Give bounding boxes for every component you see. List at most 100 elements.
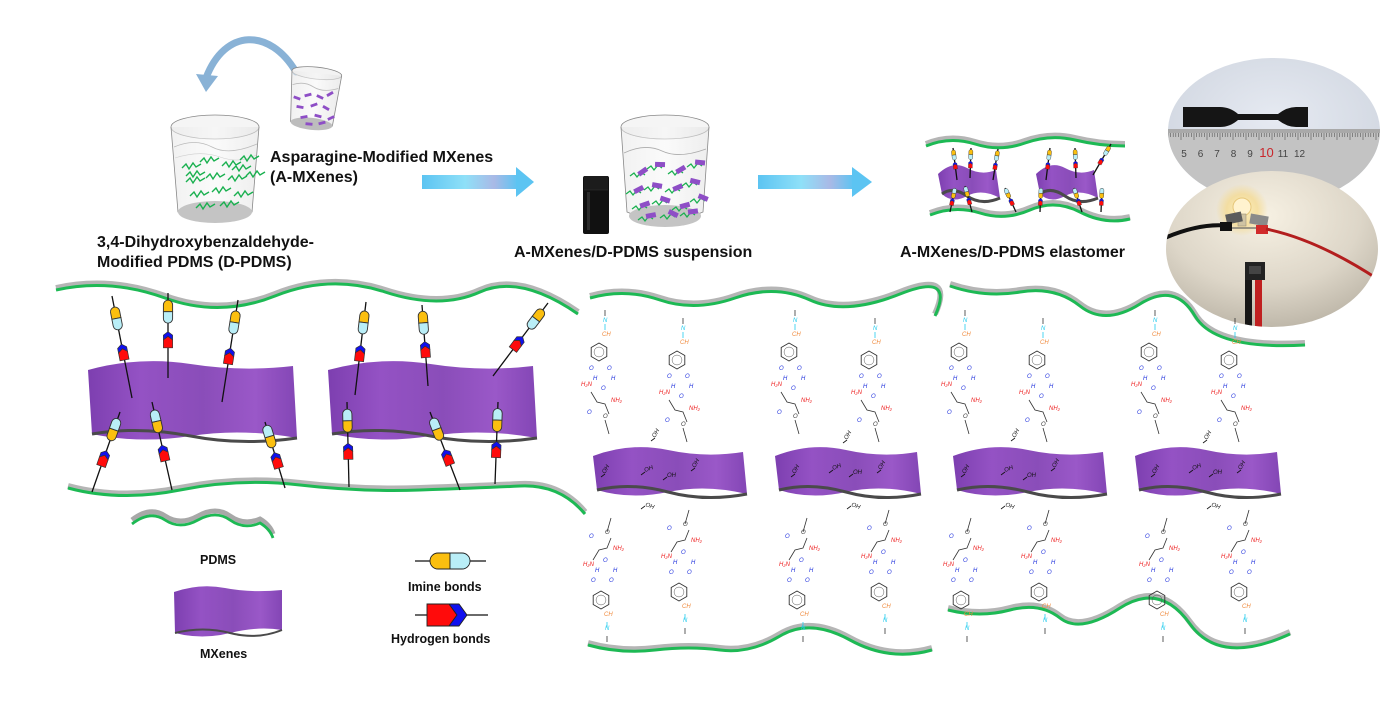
imine-nitrogen: N xyxy=(1043,618,1048,624)
hydrogen-label: H xyxy=(1241,384,1246,390)
ruler-tick-label: 5 xyxy=(1181,149,1187,160)
imine-nitrogen: N xyxy=(1041,326,1046,332)
hydroxyl-label: OH xyxy=(644,502,655,511)
hydrogen-bond-icon xyxy=(1007,197,1015,207)
imine-bond-icon xyxy=(993,150,1000,162)
ester-oxygen: O xyxy=(793,414,798,420)
mxene-flake xyxy=(672,183,684,192)
amine-label: NH₂ xyxy=(1051,538,1063,544)
ruler-tick-label: 9 xyxy=(1247,149,1253,160)
imine-bond-icon xyxy=(162,299,174,324)
mxene-flake xyxy=(326,91,334,97)
crosslink xyxy=(162,293,174,378)
mxene-flake xyxy=(314,113,322,119)
imine-bond-icon xyxy=(1099,188,1105,199)
imine-nitrogen: N xyxy=(681,326,686,332)
hydroxyl-bond xyxy=(640,505,646,510)
amxenes-label-line2: (A-MXenes) xyxy=(270,169,359,186)
imine-bond-icon xyxy=(227,309,242,335)
imine-bond-icon xyxy=(1003,187,1012,199)
hydrogen-bond-icon xyxy=(1073,160,1078,169)
oxygen-label: O xyxy=(1045,374,1050,380)
crosslink xyxy=(949,187,958,213)
oxygen-label: O xyxy=(805,578,810,584)
pdms-chain xyxy=(245,169,266,179)
amxenes-label-line1: Asparagine-Modified MXenes xyxy=(270,149,494,166)
hydrogen-label: H xyxy=(809,568,814,574)
pdms-chain-top xyxy=(949,281,1306,348)
pdms-chain xyxy=(211,185,232,195)
imine-methine: CH xyxy=(602,332,611,338)
mxene-flake xyxy=(654,161,666,168)
hydrogen-bond-icon xyxy=(1045,161,1051,170)
crosslink xyxy=(1072,187,1083,213)
crosslink xyxy=(492,302,549,377)
oxygen-label: O xyxy=(609,578,614,584)
oxygen-label: O xyxy=(591,578,596,584)
hydrogen-bond-icon xyxy=(419,340,431,359)
mxene-flake xyxy=(305,122,313,126)
hydrogen-label: H xyxy=(691,560,696,566)
benzene-ring xyxy=(670,582,688,602)
hydrogen-label: H xyxy=(613,568,618,574)
imine-methine: CH xyxy=(682,604,691,610)
hydrogen-bond-icon xyxy=(354,344,366,363)
ester-oxygen: O xyxy=(867,526,872,532)
pdms-chain-bottom xyxy=(928,200,1131,223)
oxygen-label: O xyxy=(1027,374,1032,380)
hydrogen-label: H xyxy=(611,376,616,382)
hydroxyl-bond xyxy=(1236,469,1242,474)
process-arrow-2 xyxy=(758,167,872,197)
elastomer-label: A-MXenes/D-PDMS elastomer xyxy=(900,244,1125,261)
legend-mxenes-sheet xyxy=(174,586,283,637)
hydroxyl-bond xyxy=(828,469,834,474)
mxene-flake xyxy=(645,212,657,219)
oxygen-label: O xyxy=(779,366,784,372)
benzene-ring xyxy=(950,342,968,362)
hydroxyl-label: OH xyxy=(1213,470,1223,476)
amine-label: H₂N xyxy=(943,562,955,568)
hydroxyl-label: OH xyxy=(1004,502,1015,511)
pdms-chain-bottom xyxy=(587,622,933,656)
carbonyl-oxygen: O xyxy=(1241,550,1246,556)
hydroxyl-bond xyxy=(1202,439,1208,444)
legend-mxenes-label: MXenes xyxy=(200,647,248,661)
pdms-chain-top xyxy=(589,281,944,317)
imine-methine: CH xyxy=(1040,340,1049,346)
amine-label: H₂N xyxy=(861,554,873,560)
hydrogen-label: H xyxy=(801,376,806,382)
pdms-chain xyxy=(219,199,240,209)
pdms-chain-top xyxy=(55,278,580,316)
mxene-flake xyxy=(293,95,301,101)
oxygen-label: O xyxy=(687,570,692,576)
imine-nitrogen: N xyxy=(965,626,970,632)
crosslink xyxy=(221,299,242,403)
amine-label: NH₂ xyxy=(1169,546,1181,552)
amine-label: H₂N xyxy=(771,382,783,388)
imine-nitrogen: N xyxy=(1243,618,1248,624)
ester-oxygen: O xyxy=(949,534,954,540)
hydrogen-label: H xyxy=(783,376,788,382)
ester-oxygen: O xyxy=(1153,414,1158,420)
imine-bond-icon xyxy=(357,310,370,335)
amine-label: NH₂ xyxy=(809,546,821,552)
hydrogen-bond-icon xyxy=(343,442,354,460)
hydrogen-bond-icon xyxy=(952,161,958,170)
hydrogen-label: H xyxy=(955,568,960,574)
imine-nitrogen: N xyxy=(963,318,968,324)
ester-oxygen: O xyxy=(1217,418,1222,424)
legend-imine-label: Imine bonds xyxy=(408,580,482,594)
imine-methine: CH xyxy=(872,340,881,346)
carbonyl-oxygen: O xyxy=(963,558,968,564)
mxene-flake xyxy=(633,185,645,195)
benzene-ring xyxy=(1030,582,1048,602)
ester-oxygen: O xyxy=(683,522,688,528)
hydroxyl-bond xyxy=(1000,505,1006,510)
ester-oxygen: O xyxy=(1227,526,1232,532)
hydrogen-bond-icon xyxy=(1097,156,1105,166)
mxene-flake xyxy=(316,94,324,100)
